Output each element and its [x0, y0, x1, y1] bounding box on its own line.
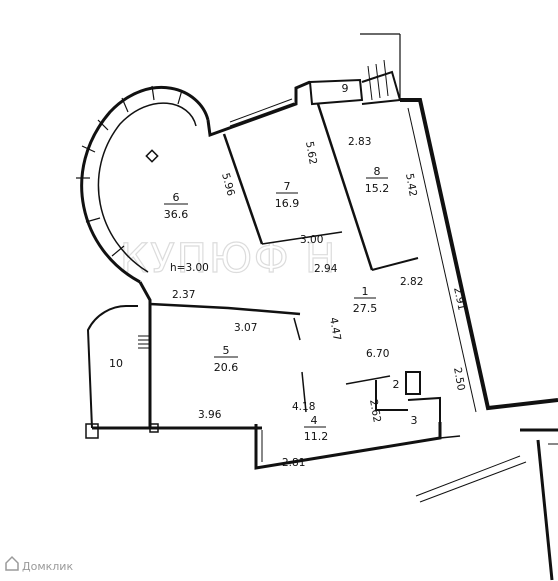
- top-wall: [206, 80, 311, 138]
- dim-2-94: 2.94: [314, 263, 338, 275]
- room-6-number: 6: [173, 191, 180, 204]
- room-10-walls: [86, 305, 138, 429]
- room-3-number: 3: [411, 414, 418, 427]
- wall-6-7: [222, 133, 264, 245]
- walls: [76, 33, 558, 581]
- room-9-number: 9: [342, 82, 349, 95]
- dim-4-18: 4.18: [292, 401, 315, 413]
- dim-3-00: 3.00: [300, 234, 323, 246]
- dim-2-82: 2.82: [400, 276, 423, 288]
- door-5: [301, 371, 307, 413]
- room-2-number: 2: [393, 378, 400, 391]
- room-7-number: 7: [284, 180, 291, 193]
- room-5-area: 20.6: [214, 361, 239, 374]
- domclick-logo: Домклик: [5, 555, 73, 573]
- dim-2-37: 2.37: [172, 289, 195, 301]
- house-logo-icon: [5, 555, 19, 571]
- right-exterior-wall: [400, 98, 558, 411]
- dimension-labels: h=3.00 2.83 3.00 2.94 2.82 2.37 3.07 6.7…: [170, 136, 468, 469]
- dim-2-62: 2.62: [367, 398, 383, 423]
- bay-window-mullions: [76, 85, 183, 257]
- dim-5-62: 5.62: [303, 140, 319, 165]
- room-6-area: 36.6: [164, 208, 189, 221]
- dim-3-07: 3.07: [234, 322, 257, 334]
- room-labels: 6 36.6 7 16.9 8 15.2 1 27.5 5 20.6 4 11.…: [109, 82, 418, 443]
- room-3-walls: [407, 396, 441, 422]
- room-9-walls: [308, 78, 364, 106]
- left-wall: [92, 281, 152, 430]
- dim-2-91: 2.91: [451, 286, 468, 311]
- room-7-area: 16.9: [275, 197, 300, 210]
- shaft: [405, 371, 421, 395]
- room-8-number: 8: [374, 165, 381, 178]
- wall-5-top: [149, 302, 301, 316]
- left-door-jamb: [85, 423, 99, 439]
- dim-3-96: 3.96: [198, 409, 222, 421]
- room-2-walls: [375, 380, 408, 411]
- room-4-area: 11.2: [304, 430, 329, 443]
- watermark: КУПЮФ Н: [120, 236, 337, 282]
- wall-7-bottom: [261, 231, 343, 245]
- dim-2-50: 2.50: [451, 366, 467, 391]
- bottom-exterior-wall: [254, 422, 442, 470]
- room-1-area: 27.5: [353, 302, 378, 315]
- dim-5-42: 5.42: [403, 172, 419, 197]
- dim-5-96: 5.96: [219, 172, 237, 198]
- wall-8-bottom: [371, 257, 419, 271]
- column-marker-icon: [145, 149, 159, 163]
- room-4-number: 4: [311, 414, 318, 427]
- bay-inner-wall: [97, 102, 197, 273]
- logo-text: Домклик: [22, 560, 73, 573]
- wall-7-8: [316, 103, 374, 271]
- dim-4-47: 4.47: [327, 316, 343, 341]
- dim-2-83: 2.83: [348, 136, 371, 148]
- dim-6-70: 6.70: [366, 348, 389, 360]
- room-5-number: 5: [223, 344, 230, 357]
- room-1-number: 1: [362, 285, 369, 298]
- room-8-area: 15.2: [365, 182, 390, 195]
- dim-2-81: 2.81: [282, 457, 305, 469]
- stair-top: [361, 70, 402, 105]
- ceiling-height: h=3.00: [170, 262, 209, 274]
- room-10-number: 10: [109, 357, 123, 370]
- bay-outer-wall: [80, 86, 210, 284]
